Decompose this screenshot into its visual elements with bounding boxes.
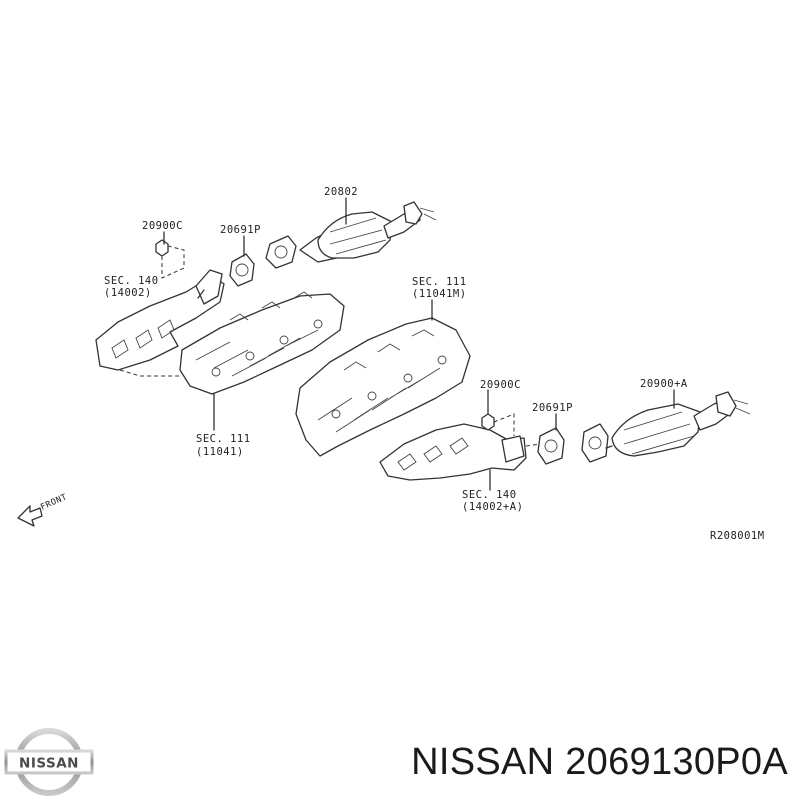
label-sec140-lower: SEC. 140 xyxy=(462,489,517,501)
label-20691p-lower: 20691P xyxy=(532,402,573,414)
cylinder-head-left xyxy=(179,291,345,431)
label-front: FRONT xyxy=(39,492,69,513)
part-number-caption: NISSAN 2069130P0A xyxy=(411,741,788,783)
label-11041m: (11041M) xyxy=(412,288,467,300)
nut-lower xyxy=(481,413,515,436)
label-14002a: (14002+A) xyxy=(462,501,523,513)
gasket-upper xyxy=(229,253,255,287)
label-sec140-upper: SEC. 140 xyxy=(104,275,159,287)
front-arrow xyxy=(17,505,43,527)
label-sec111-right: SEC. 111 xyxy=(412,276,467,288)
exhaust-manifold-upper xyxy=(95,269,225,377)
label-20802: 20802 xyxy=(324,186,358,198)
label-20900a: 20900+A xyxy=(640,378,688,390)
label-sec111-left: SEC. 111 xyxy=(196,433,251,445)
label-20691p-upper: 20691P xyxy=(220,224,261,236)
label-14002: (14002) xyxy=(104,287,152,299)
nissan-logo: NISSAN xyxy=(4,728,94,796)
label-20900c-upper: 20900C xyxy=(142,220,183,232)
logo-text: NISSAN xyxy=(19,756,79,772)
cylinder-head-right xyxy=(295,299,471,457)
exhaust-manifold-lower xyxy=(379,423,527,491)
catalytic-converter-lower xyxy=(581,391,751,463)
nut-upper xyxy=(155,239,185,279)
gasket-lower xyxy=(525,427,565,465)
drawing-code: R208001M xyxy=(710,530,765,542)
label-20900c-lower: 20900C xyxy=(480,379,521,391)
catalytic-converter-upper xyxy=(265,201,437,269)
leader-lines xyxy=(163,197,675,431)
label-11041: (11041) xyxy=(196,446,244,458)
